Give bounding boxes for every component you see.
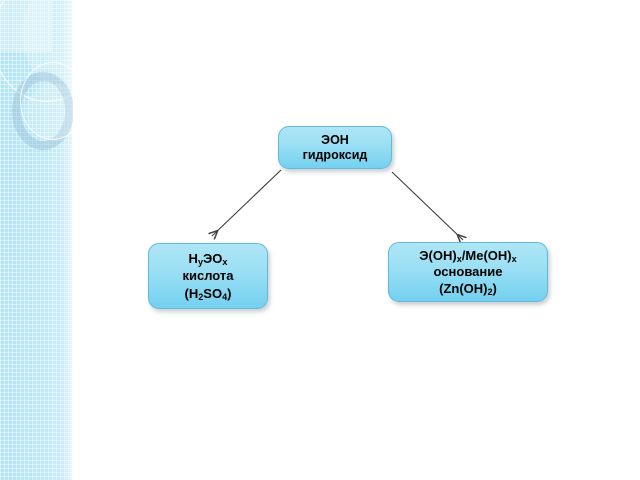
- sidebar-decoration-panel: [0, 0, 73, 480]
- node-base-formula: Э(OH)x/Me(OH)x: [419, 248, 517, 264]
- node-hydroxide-root[interactable]: ЭОН гидроксид: [278, 126, 392, 169]
- acid-formula-sub-y: y: [197, 257, 203, 267]
- acid-example-sub-2: 2: [198, 291, 204, 302]
- node-acid-formula: HyЭOx: [188, 251, 228, 267]
- base-example-open: (Zn(OH): [439, 280, 488, 296]
- base-example-sub-2: 2: [487, 286, 493, 297]
- acid-example-sub-4: 4: [222, 291, 228, 302]
- base-formula-part1: Э(OH): [419, 248, 457, 263]
- acid-formula-prefix: H: [188, 251, 198, 266]
- acid-example-open: (H: [184, 285, 199, 301]
- edge-root-to-base: [391, 171, 463, 240]
- base-formula-sub-x2: x: [511, 254, 517, 264]
- node-root-formula: ЭОН: [321, 132, 349, 147]
- node-base-example: (Zn(OH)2): [439, 280, 497, 297]
- node-acid-label: кислота: [182, 268, 234, 284]
- node-acid[interactable]: HyЭOx кислота (H2SO4): [148, 243, 268, 309]
- node-base[interactable]: Э(OH)x/Me(OH)x основание (Zn(OH)2): [388, 242, 548, 302]
- base-formula-sub-x1: x: [456, 254, 462, 264]
- decorative-soft-fill-circle-icon: [26, 84, 73, 140]
- acid-formula-sub-x: x: [222, 257, 228, 267]
- base-formula-part2: /Me(OH): [461, 248, 512, 263]
- node-base-label: основание: [433, 264, 503, 280]
- base-example-close: ): [492, 280, 497, 296]
- acid-formula-mid: ЭO: [203, 251, 223, 266]
- edge-root-to-acid: [212, 169, 282, 236]
- node-root-label: гидроксид: [302, 147, 368, 162]
- acid-example-close: ): [227, 285, 232, 301]
- acid-example-mid: SO: [203, 285, 223, 301]
- node-acid-example: (H2SO4): [184, 285, 232, 302]
